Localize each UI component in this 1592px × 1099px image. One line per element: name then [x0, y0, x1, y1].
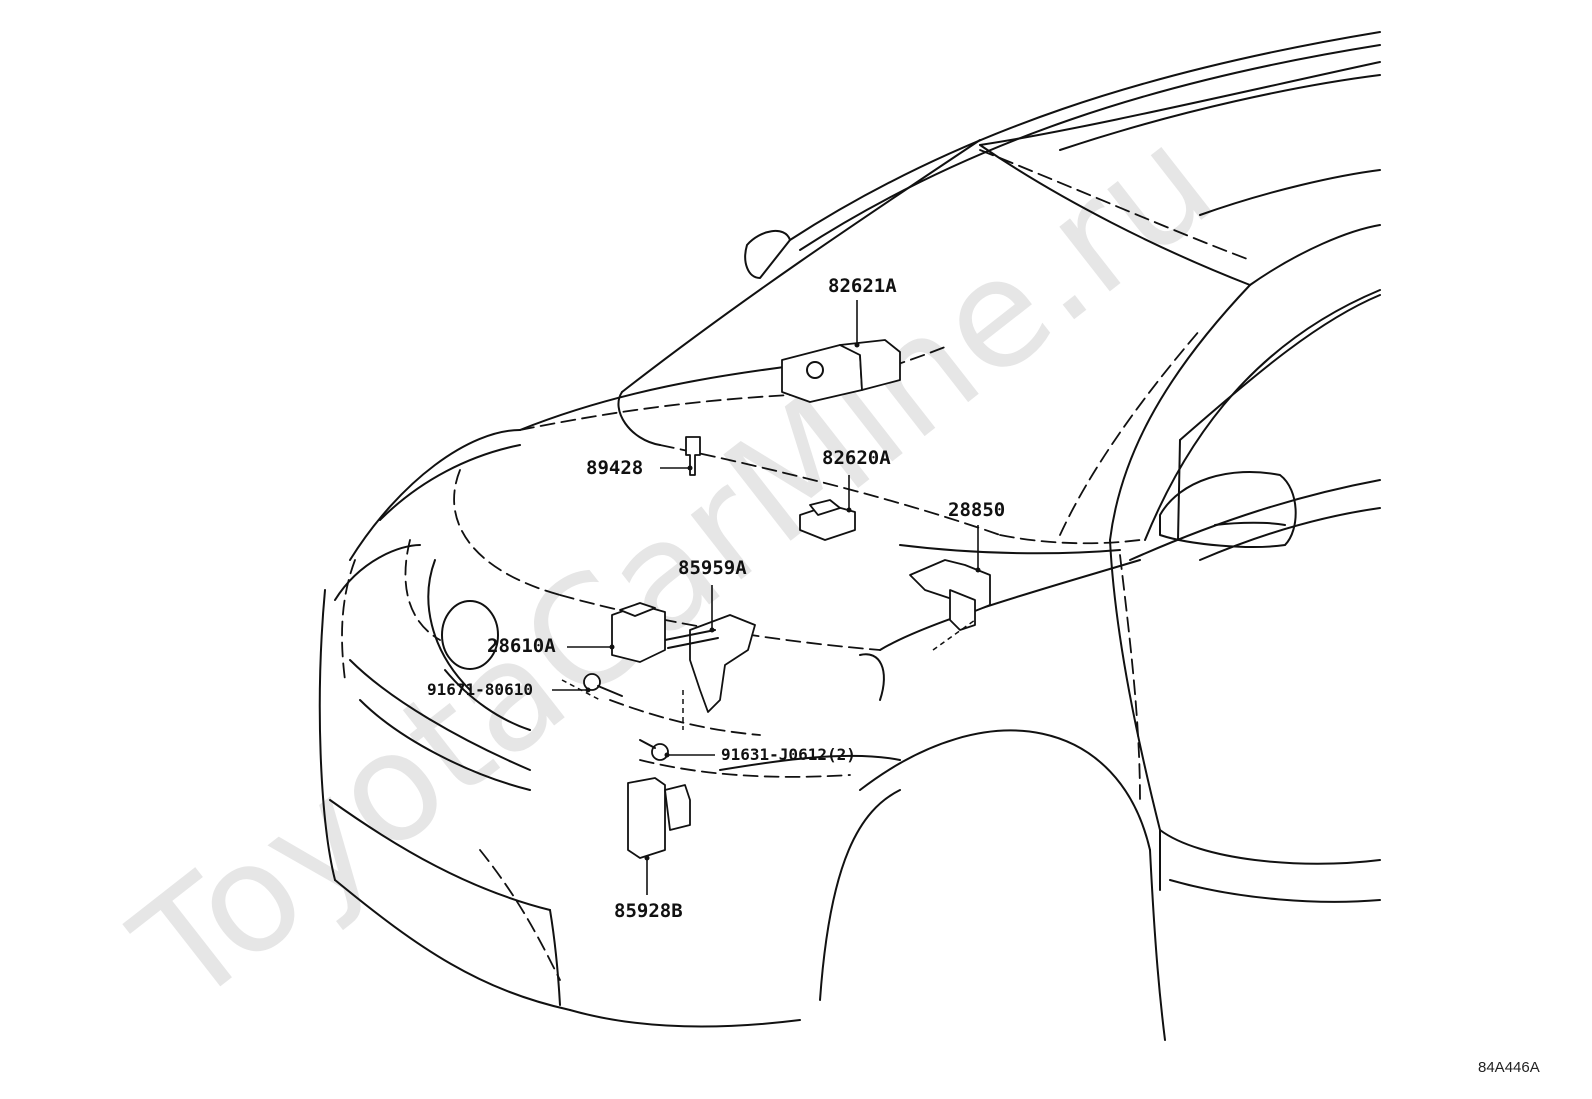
part-28850-bracket [909, 559, 991, 631]
label-28850: 28850 [948, 499, 1005, 521]
label-82620A: 82620A [822, 447, 891, 469]
label-85928B: 85928B [614, 900, 683, 922]
part-82620A-bracket [799, 499, 856, 541]
part-91671-bolt [583, 673, 623, 697]
part-89428-sensor [685, 436, 701, 476]
label-91631-J0612: 91631-J0612(2) [721, 745, 856, 764]
watermark: ToyotaCarMine.ru [104, 94, 1245, 1038]
label-28610A: 28610A [487, 635, 556, 657]
part-82621A-module [781, 339, 901, 403]
label-89428: 89428 [586, 457, 643, 479]
label-85959A: 85959A [678, 557, 747, 579]
vehicle-outline [318, 31, 1381, 1041]
label-91671-80610: 91671-80610 [427, 680, 533, 699]
diagram-reference-code: 84A446A [1478, 1059, 1540, 1076]
svg-text:ToyotaCarMine.ru: ToyotaCarMine.ru [104, 94, 1245, 1038]
leader-dots [585, 342, 981, 861]
leader-lines [552, 300, 979, 895]
part-85928B-horn [627, 777, 691, 859]
part-91631-bolt [639, 739, 669, 761]
label-82621A: 82621A [828, 275, 897, 297]
part-85959A-bracket [664, 614, 756, 713]
part-28610A-relay [611, 602, 666, 663]
